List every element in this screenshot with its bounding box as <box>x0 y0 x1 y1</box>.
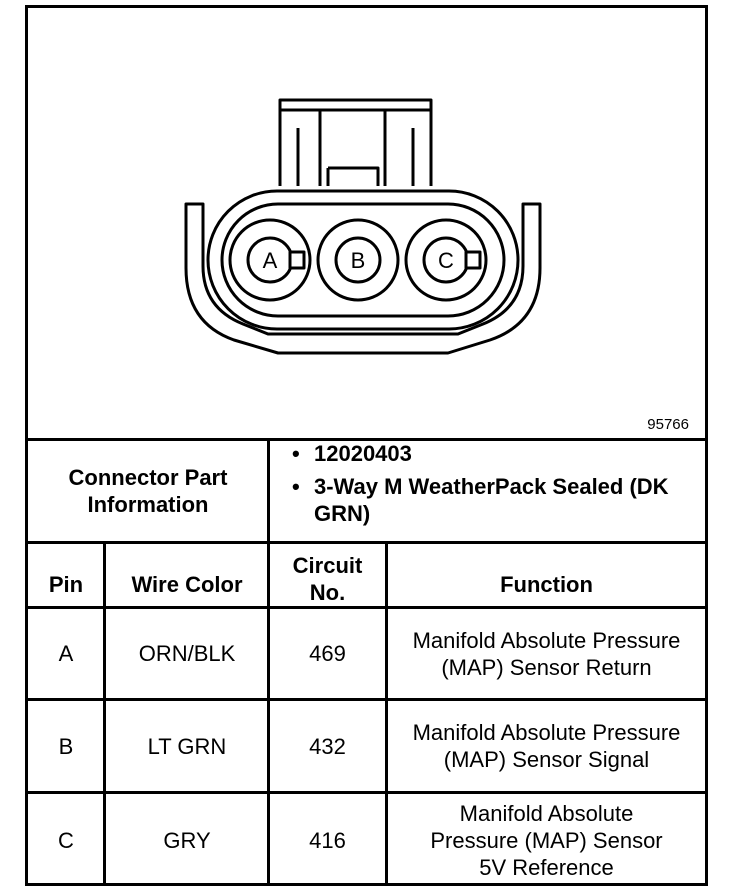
divider-row-a <box>28 698 705 701</box>
connector-inner-body <box>220 202 506 318</box>
lock-tab-outline <box>278 98 433 186</box>
divider-col-circuit <box>385 543 388 886</box>
connector-frame: A B C 95766 Connector Part Information P… <box>25 5 708 886</box>
row-c-wire-color: GRY <box>163 827 211 853</box>
cavity-a <box>228 218 312 302</box>
row-b-circuit: 432 <box>309 733 346 759</box>
row-a-wire-color: ORN/BLK <box>138 641 236 666</box>
row-c-function: Manifold Absolute Pressure (MAP) Sensor … <box>430 800 663 880</box>
header-pin: Pin <box>48 572 84 597</box>
row-b-function: Manifold Absolute Pressure (MAP) Sensor … <box>412 720 681 772</box>
connector-description: 3-Way M WeatherPack Sealed (DK GRN) <box>290 473 680 527</box>
row-b-pin: B <box>58 733 74 759</box>
pin-label-b: B <box>351 248 366 273</box>
pin-label-c: C <box>438 248 454 273</box>
figure-id: 95766 <box>647 416 689 433</box>
row-a-pin: A <box>58 641 74 666</box>
connector-diagram: A B C <box>184 98 542 355</box>
divider-info <box>28 541 705 544</box>
divider-info-col <box>267 440 270 606</box>
connector-part-number: 12020403 <box>290 440 680 467</box>
header-function: Function <box>500 572 593 597</box>
connector-info-label: Connector Part Information <box>68 465 228 517</box>
row-c-circuit: 416 <box>309 827 346 853</box>
row-b-wire-color: LT GRN <box>147 733 227 759</box>
connector-info-list: 12020403 3-Way M WeatherPack Sealed (DK … <box>290 440 680 533</box>
divider-header <box>28 606 705 609</box>
header-circuit-no: Circuit No. <box>292 553 363 605</box>
row-a-circuit: 469 <box>309 641 346 666</box>
connector-shell <box>184 202 542 355</box>
divider-col-pin <box>103 543 106 886</box>
connector-body <box>206 189 520 331</box>
row-a-function: Manifold Absolute Pressure (MAP) Sensor … <box>412 627 681 680</box>
row-c-pin: C <box>58 827 74 853</box>
cavity-c <box>404 218 488 302</box>
divider-row-b <box>28 791 705 794</box>
header-wire-color: Wire Color <box>131 572 243 597</box>
lock-tab-center <box>328 166 380 186</box>
cavity-b <box>316 218 400 302</box>
pin-label-a: A <box>263 248 278 273</box>
divider-col-wire <box>267 543 270 886</box>
